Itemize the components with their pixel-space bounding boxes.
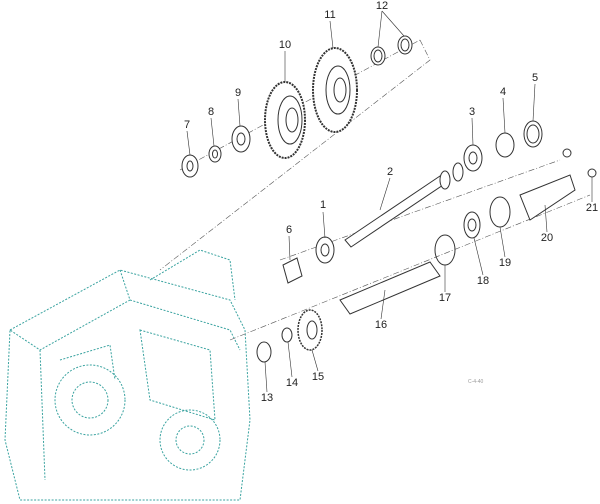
parts	[181, 35, 597, 363]
cover-20	[519, 174, 576, 221]
snap-ring-17	[434, 234, 456, 266]
part-label-1: 1	[319, 199, 327, 211]
figure-code: C-4-40	[468, 379, 484, 385]
part-label-10: 10	[278, 39, 292, 51]
ring-14	[281, 327, 293, 343]
part-label-4: 4	[499, 86, 507, 98]
shaft-16	[339, 261, 441, 315]
transmission-housing	[4, 249, 251, 501]
part-label-13: 13	[260, 392, 274, 404]
leader-lines	[186, 10, 593, 393]
part-label-11: 11	[324, 9, 336, 21]
part-label-2: 2	[386, 166, 394, 178]
snap-ring-4	[495, 132, 515, 158]
part-label-6: 6	[285, 224, 293, 236]
part-label-8: 8	[207, 106, 215, 118]
part-label-9: 9	[234, 87, 242, 99]
part-label-16: 16	[374, 319, 388, 331]
part-label-21: 21	[585, 202, 599, 214]
part-label-14: 14	[285, 377, 299, 389]
part-label-20: 20	[540, 232, 554, 244]
part-label-7: 7	[183, 119, 191, 131]
plate-19	[489, 196, 511, 228]
ring-13	[256, 341, 272, 363]
part-label-17: 17	[438, 292, 452, 304]
part-label-18: 18	[476, 275, 490, 287]
part-label-15: 15	[311, 371, 325, 383]
bolt-21	[587, 168, 597, 178]
part-label-19: 19	[498, 257, 512, 269]
collar-6	[282, 257, 303, 284]
part-label-5: 5	[531, 72, 539, 84]
shaft-2	[344, 175, 447, 248]
part-label-3: 3	[468, 106, 476, 118]
part-label-12: 12	[375, 0, 389, 12]
